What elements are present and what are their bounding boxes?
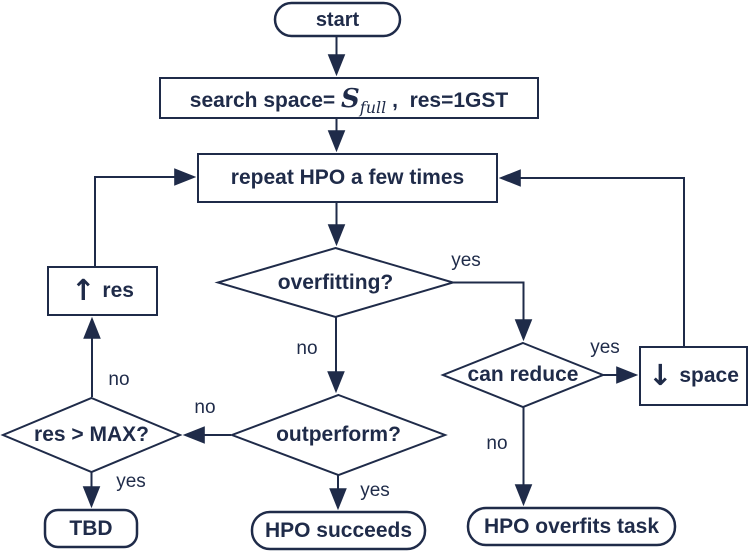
- node-res-max-label: res > MAX?: [3, 398, 180, 472]
- hpo-overfits-text: HPO overfits task: [483, 514, 660, 538]
- edge-label-can-reduce-no: no: [486, 433, 508, 454]
- edge-space-to-repeat: [498, 169, 685, 347]
- edge-label-overfitting-yes: yes: [451, 250, 481, 271]
- down-arrow-icon: ↓: [648, 358, 673, 393]
- node-repeat: [197, 153, 498, 203]
- edge-label-overfitting-no: no: [296, 338, 318, 359]
- node-overfitting-label: overfitting?: [218, 248, 453, 317]
- node-res-max: [0, 396, 183, 474]
- node-can-reduce-label: can reduce: [443, 343, 603, 407]
- node-dec-space-label: ↓space: [640, 347, 747, 405]
- node-outperform-label: outperform?: [232, 395, 445, 475]
- node-inc-res: [47, 266, 158, 316]
- hpo-succeeds-text: HPO succeeds: [264, 518, 413, 542]
- search-space-symbol: S: [340, 84, 360, 114]
- edge-label-res-max-yes: yes: [116, 471, 146, 492]
- node-tbd: [43, 508, 139, 549]
- node-repeat-label: repeat HPO a few times: [198, 154, 497, 202]
- node-hpo-succeeds-label: HPO succeeds: [252, 512, 425, 549]
- inc-res-text: res: [102, 279, 134, 303]
- node-can-reduce: [440, 341, 606, 409]
- tbd-text: TBD: [69, 516, 113, 540]
- edge-label-outperform-yes: yes: [360, 480, 390, 501]
- node-hpo-overfits-label: HPO overfits task: [468, 508, 675, 545]
- node-hpo-succeeds: [250, 510, 427, 551]
- node-outperform: [229, 393, 448, 477]
- up-arrow-icon: ↑: [71, 273, 96, 308]
- edge-label-can-reduce-yes: yes: [590, 337, 620, 358]
- node-inc-res-label: ↑res: [48, 267, 157, 315]
- start-text: start: [315, 8, 360, 31]
- node-start: [273, 1, 402, 38]
- dec-space-text: space: [679, 364, 739, 388]
- node-overfitting: [214, 246, 457, 319]
- edge-res-to-repeat: [94, 168, 197, 267]
- node-hpo-overfits: [466, 506, 677, 547]
- init-suffix: , res=1GST: [386, 89, 509, 112]
- outperform-text: outperform?: [276, 423, 401, 447]
- edge-overfitting-yes-to-canreduce: [453, 281, 533, 342]
- res-max-text: res > MAX?: [34, 423, 149, 447]
- repeat-text: repeat HPO a few times: [230, 166, 465, 190]
- can-reduce-text: can reduce: [467, 363, 579, 387]
- init-prefix: search space=: [189, 89, 341, 112]
- node-start-label: start: [275, 3, 400, 36]
- edge-label-res-max-no: no: [108, 369, 130, 390]
- node-dec-space: [639, 346, 748, 406]
- search-space-subscript: full: [359, 98, 387, 117]
- overfitting-text: overfitting?: [277, 270, 394, 294]
- node-tbd-label: TBD: [45, 510, 137, 547]
- edge-label-outperform-no: no: [194, 397, 216, 418]
- node-init: [159, 77, 539, 119]
